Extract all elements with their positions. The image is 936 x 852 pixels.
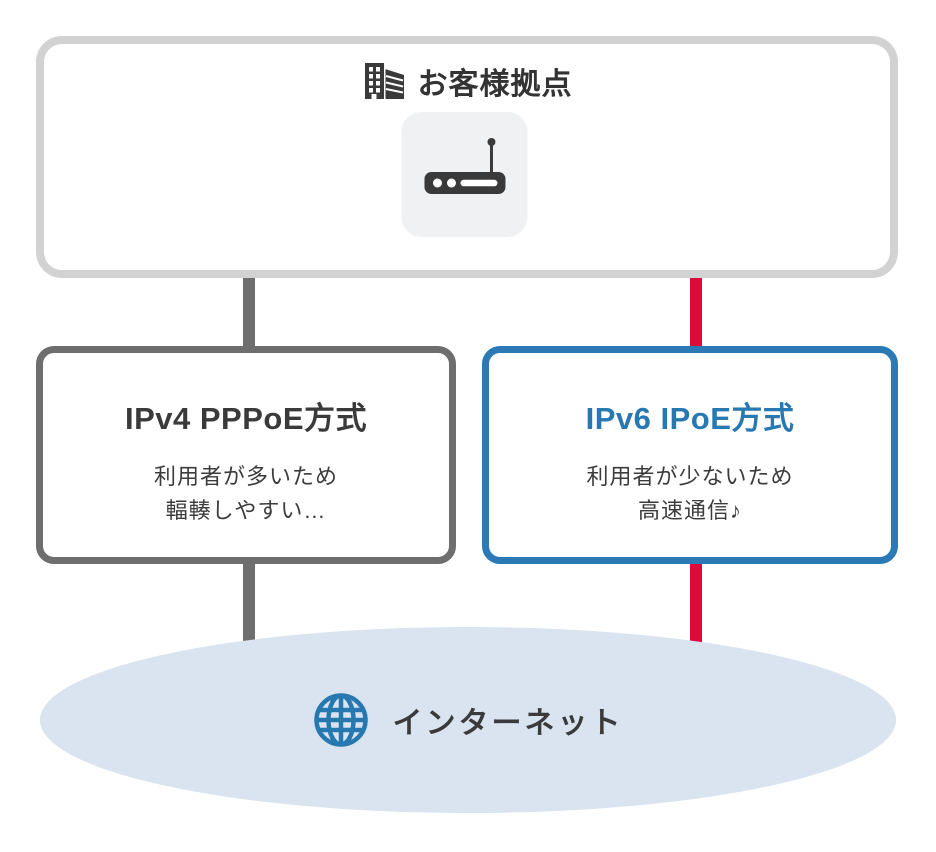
- pppoe-line-upper: [243, 274, 255, 350]
- pppoe-line-lower: [243, 558, 255, 650]
- internet-cloud: インターネット: [40, 627, 896, 813]
- customer-site-label: お客様拠点: [417, 68, 573, 101]
- ipv4-desc-line1: 利用者が多いため: [153, 464, 338, 489]
- router-tile: [401, 112, 528, 237]
- internet-label: インターネット: [392, 707, 624, 740]
- ipv6-ipoe-title: IPv6 IPoE方式: [585, 401, 795, 436]
- customer-site-box: お客様拠点: [36, 36, 898, 278]
- ipv6-ipoe-description: 利用者が少ないため 高速通信♪: [586, 460, 793, 528]
- ipv4-pppoe-description: 利用者が多いため 輻輳しやすい…: [154, 460, 338, 528]
- ipv4-pppoe-title: IPv4 PPPoE方式: [124, 401, 368, 436]
- ipv6-desc-line2: 高速通信♪: [637, 498, 742, 523]
- ipv4-desc-line2: 輻輳しやすい…: [165, 498, 327, 523]
- globe-icon: [313, 692, 369, 748]
- ipv6-ipoe-box: IPv6 IPoE方式 利用者が少ないため 高速通信♪: [482, 346, 898, 564]
- ipv4-pppoe-box: IPv4 PPPoE方式 利用者が多いため 輻輳しやすい…: [36, 346, 456, 564]
- ipoe-line-upper: [690, 274, 702, 350]
- router-icon: [401, 112, 527, 237]
- ipoe-line-lower: [690, 558, 702, 655]
- ipv6-desc-line1: 利用者が少ないため: [586, 464, 794, 489]
- building-icon: [362, 61, 406, 101]
- customer-site-header: お客様拠点: [44, 60, 890, 102]
